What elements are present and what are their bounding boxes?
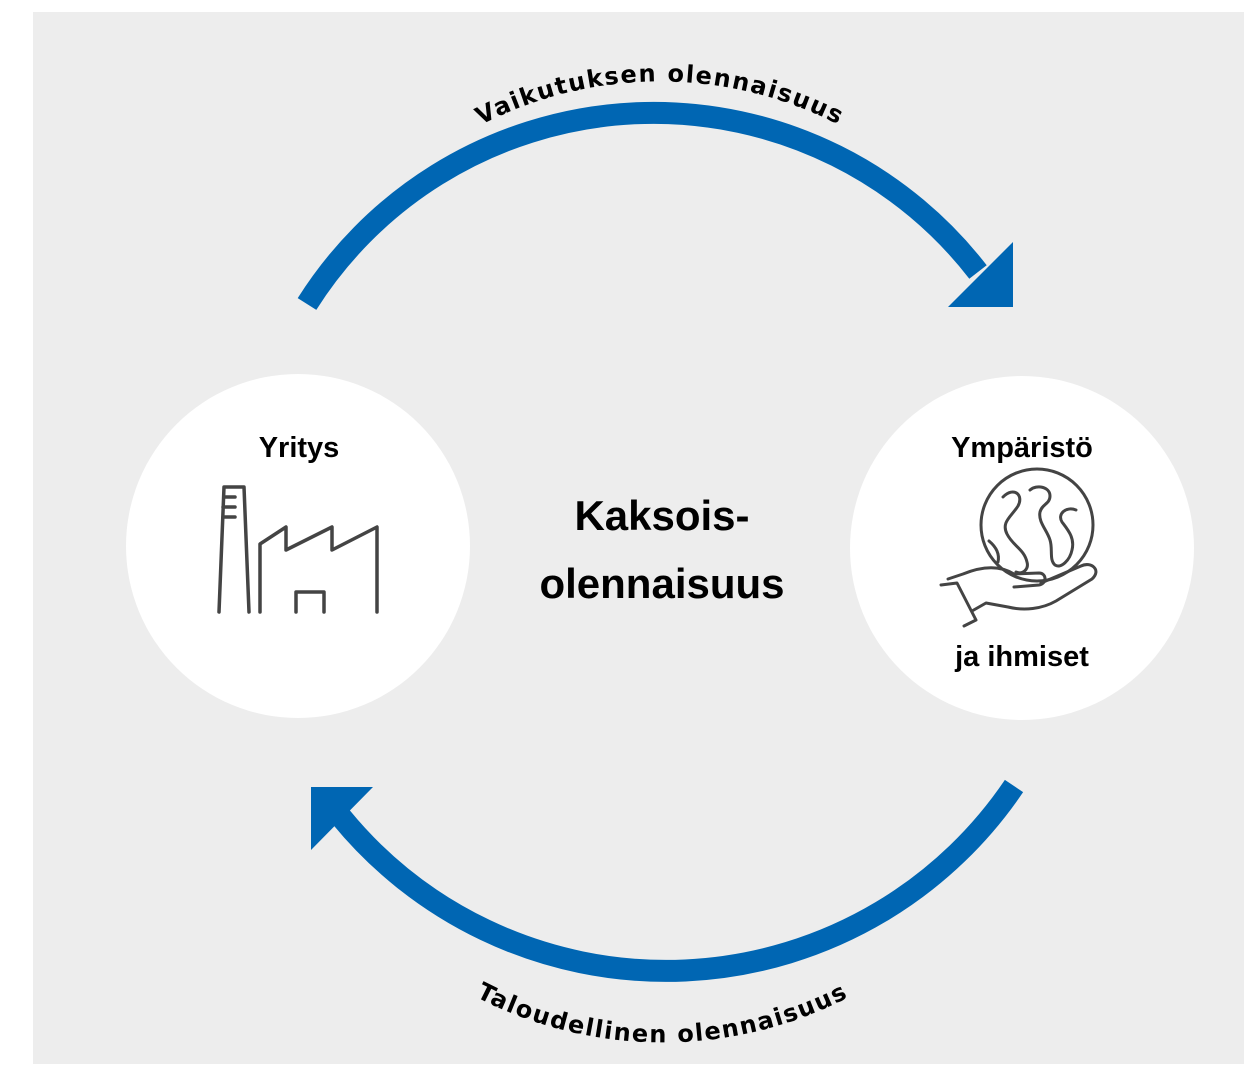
center-title-line1: Kaksois-: [574, 492, 749, 539]
financial-materiality-label: Taloudellinen olennaisuus: [473, 977, 852, 1048]
company-circle: [126, 374, 470, 718]
impact-materiality-arrow: [297, 101, 1013, 310]
arrowhead-left: [311, 787, 373, 850]
arrowhead-right: [948, 242, 1013, 307]
center-title-line2: olennaisuus: [539, 560, 784, 607]
environment-title: Ympäristö: [951, 432, 1093, 464]
globe-in-hand-icon: [939, 467, 1098, 628]
company-title: Yritys: [259, 432, 340, 464]
financial-materiality-arrow: [311, 779, 1024, 982]
environment-node: Ympäristö ja ihmiset: [850, 376, 1194, 720]
environment-subtitle: ja ihmiset: [954, 641, 1089, 673]
factory-icon: [217, 485, 379, 614]
environment-circle: [850, 376, 1194, 720]
company-node: Yritys: [126, 374, 470, 718]
